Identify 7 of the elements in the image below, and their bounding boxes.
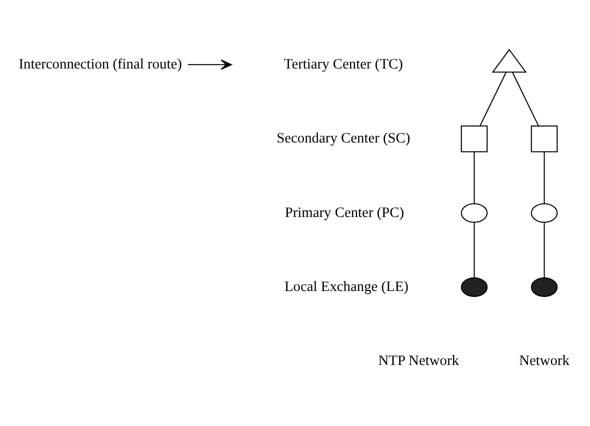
label: NTP Network	[378, 353, 459, 370]
label: Primary Center (PC)	[284, 204, 404, 221]
label: Network	[519, 353, 570, 370]
node-text: Interconnection (final route)	[18, 56, 182, 72]
label: Secondary Center (SC)	[276, 130, 410, 147]
label: Local Exchange (LE)	[284, 278, 409, 295]
label: Tertiary Center (TC)	[284, 56, 403, 72]
